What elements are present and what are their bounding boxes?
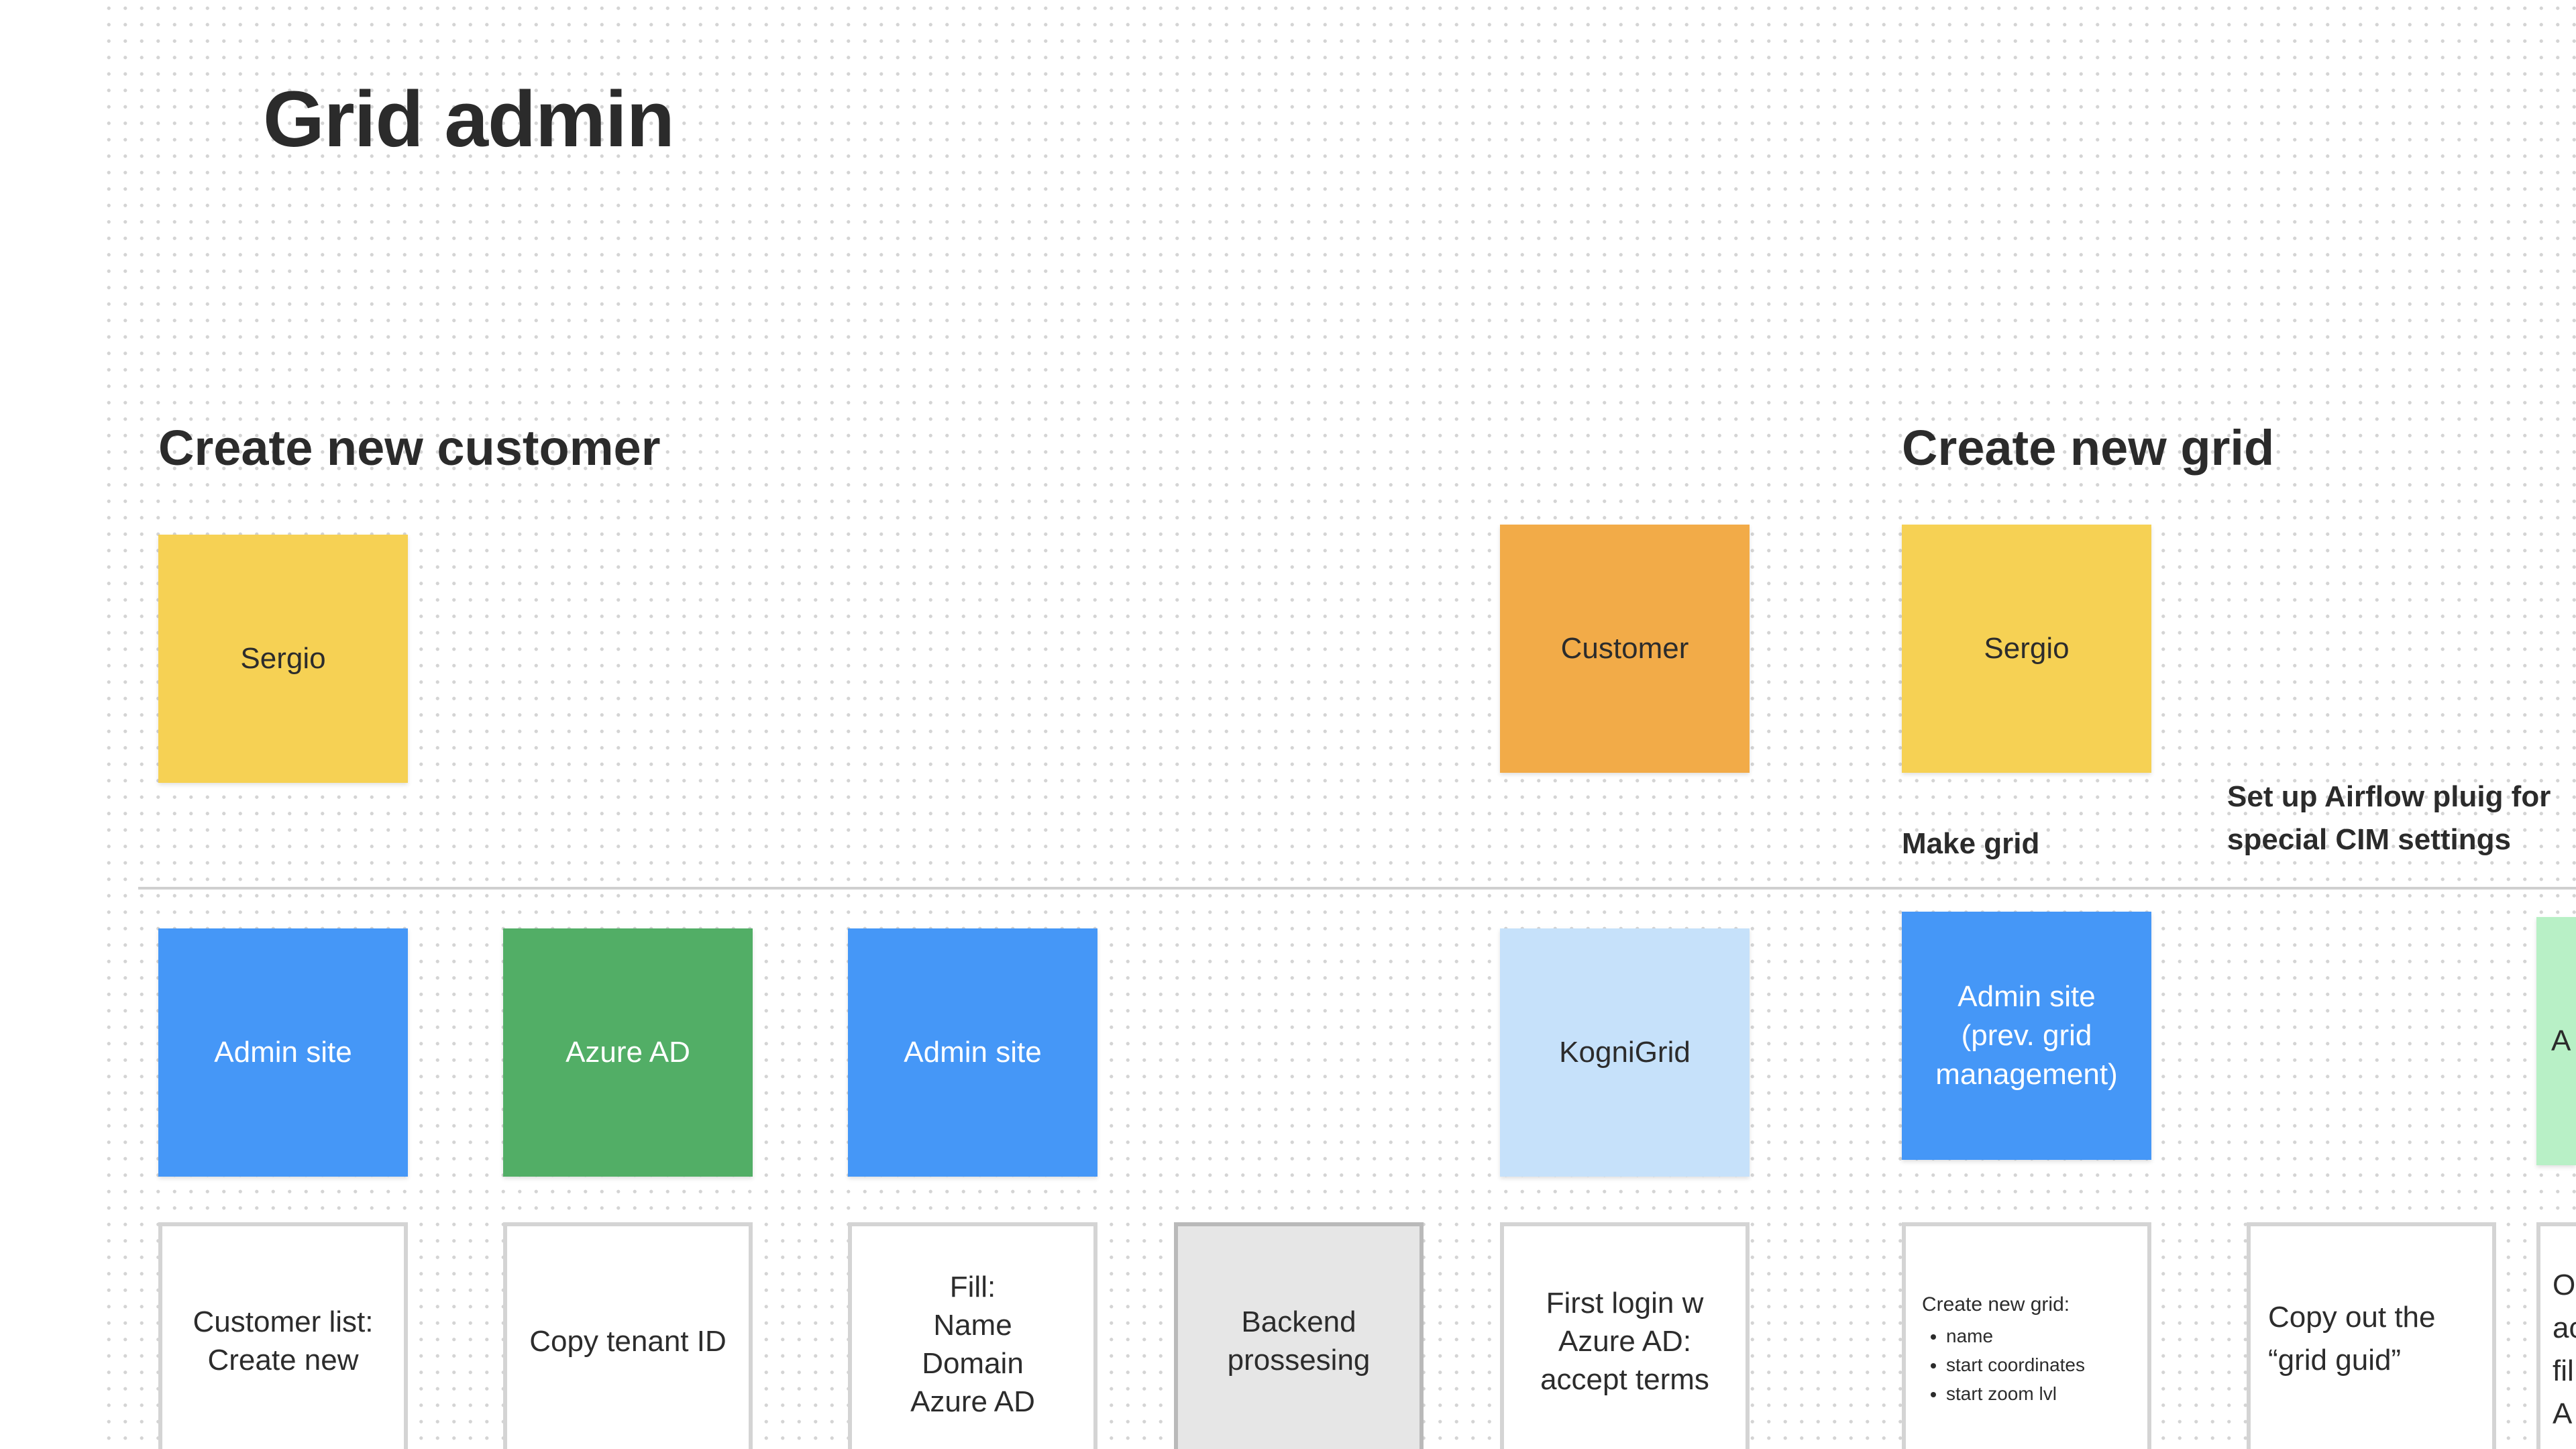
- board-title: Grid admin: [263, 75, 675, 164]
- lane-divider: [138, 887, 2576, 890]
- card-line: O: [2553, 1269, 2576, 1301]
- card-text: Create new grid: name start coordinates …: [1922, 1226, 2085, 1408]
- card-text: First login w Azure AD: accept terms: [1540, 1284, 1709, 1399]
- card-copy-grid-guid[interactable]: Copy out the “grid guid”: [2247, 1222, 2496, 1449]
- card-partial[interactable]: O ac fil A: [2536, 1222, 2576, 1449]
- card-backend-processing[interactable]: Backend prossesing: [1174, 1222, 1424, 1449]
- label-make-grid: Make grid: [1902, 827, 2040, 860]
- sticky-customer[interactable]: Customer: [1500, 525, 1750, 773]
- sticky-sergio-customer[interactable]: Sergio: [158, 535, 408, 783]
- sticky-label: A: [2551, 1024, 2571, 1057]
- card-line: Create new: [207, 1344, 359, 1377]
- card-create-new-grid[interactable]: Create new grid: name start coordinates …: [1902, 1222, 2151, 1449]
- card-line: fil: [2553, 1354, 2574, 1387]
- canvas-margin: [0, 0, 101, 1449]
- sticky-label: Admin site: [904, 1036, 1042, 1069]
- sticky-sergio-grid[interactable]: Sergio: [1902, 525, 2151, 773]
- card-text: Copy tenant ID: [529, 1322, 727, 1360]
- card-text: Fill: Name Domain Azure AD: [910, 1268, 1035, 1421]
- card-line: Azure AD: [910, 1385, 1035, 1418]
- sticky-admin-site-2[interactable]: Admin site: [848, 928, 1097, 1177]
- card-line: Domain: [922, 1347, 1024, 1380]
- label-airflow-plugin: Set up Airflow pluig for special CIM set…: [2227, 780, 2551, 856]
- card-list-item: start coordinates: [1946, 1350, 2085, 1379]
- card-fill-details[interactable]: Fill: Name Domain Azure AD: [848, 1222, 1097, 1449]
- card-text: O ac fil A: [2553, 1264, 2576, 1436]
- card-line: Name: [933, 1309, 1012, 1342]
- card-first-login[interactable]: First login w Azure AD: accept terms: [1500, 1222, 1750, 1449]
- card-text: Customer list: Create new: [193, 1303, 374, 1379]
- sticky-label: Sergio: [1984, 632, 2070, 665]
- section-title-create-grid: Create new grid: [1902, 420, 2275, 476]
- card-line: accept terms: [1540, 1362, 1709, 1396]
- card-line: “grid guid”: [2268, 1344, 2402, 1377]
- card-text: Backend prossesing: [1228, 1303, 1371, 1379]
- card-line: Azure AD:: [1558, 1324, 1692, 1358]
- card-list-title: Create new grid:: [1922, 1293, 2070, 1316]
- sticky-partial-green[interactable]: A: [2536, 917, 2576, 1165]
- card-line: Backend: [1241, 1305, 1356, 1338]
- card-copy-tenant-id[interactable]: Copy tenant ID: [503, 1222, 753, 1449]
- sticky-kogni-grid[interactable]: KogniGrid: [1500, 928, 1750, 1177]
- sticky-label: Sergio: [240, 642, 326, 675]
- card-line: Copy tenant ID: [529, 1324, 727, 1358]
- card-line: ac: [2553, 1311, 2576, 1344]
- sticky-label: Azure AD: [566, 1036, 690, 1069]
- card-line: Fill:: [949, 1271, 996, 1303]
- card-line: Copy out the: [2268, 1301, 2436, 1334]
- card-line: A: [2553, 1397, 2573, 1430]
- card-line: First login w: [1546, 1286, 1704, 1320]
- sticky-label: Customer: [1560, 632, 1689, 665]
- sticky-admin-site-1[interactable]: Admin site: [158, 928, 408, 1177]
- card-line: Customer list:: [193, 1305, 374, 1338]
- card-list-item: start zoom lvl: [1946, 1379, 2085, 1408]
- card-list-item: name: [1946, 1322, 2085, 1350]
- card-text: Copy out the “grid guid”: [2268, 1296, 2436, 1382]
- sticky-azure-ad[interactable]: Azure AD: [503, 928, 753, 1177]
- sticky-label: Admin site: [214, 1036, 352, 1069]
- card-list: name start coordinates start zoom lvl: [1922, 1322, 2085, 1408]
- card-customer-list[interactable]: Customer list: Create new: [158, 1222, 408, 1449]
- sticky-admin-site-grid-management[interactable]: Admin site (prev. grid management): [1902, 912, 2151, 1160]
- sticky-label: KogniGrid: [1559, 1036, 1690, 1069]
- card-line: prossesing: [1227, 1344, 1371, 1377]
- sticky-label: Admin site (prev. grid management): [1935, 980, 2118, 1091]
- section-title-create-customer: Create new customer: [158, 420, 661, 476]
